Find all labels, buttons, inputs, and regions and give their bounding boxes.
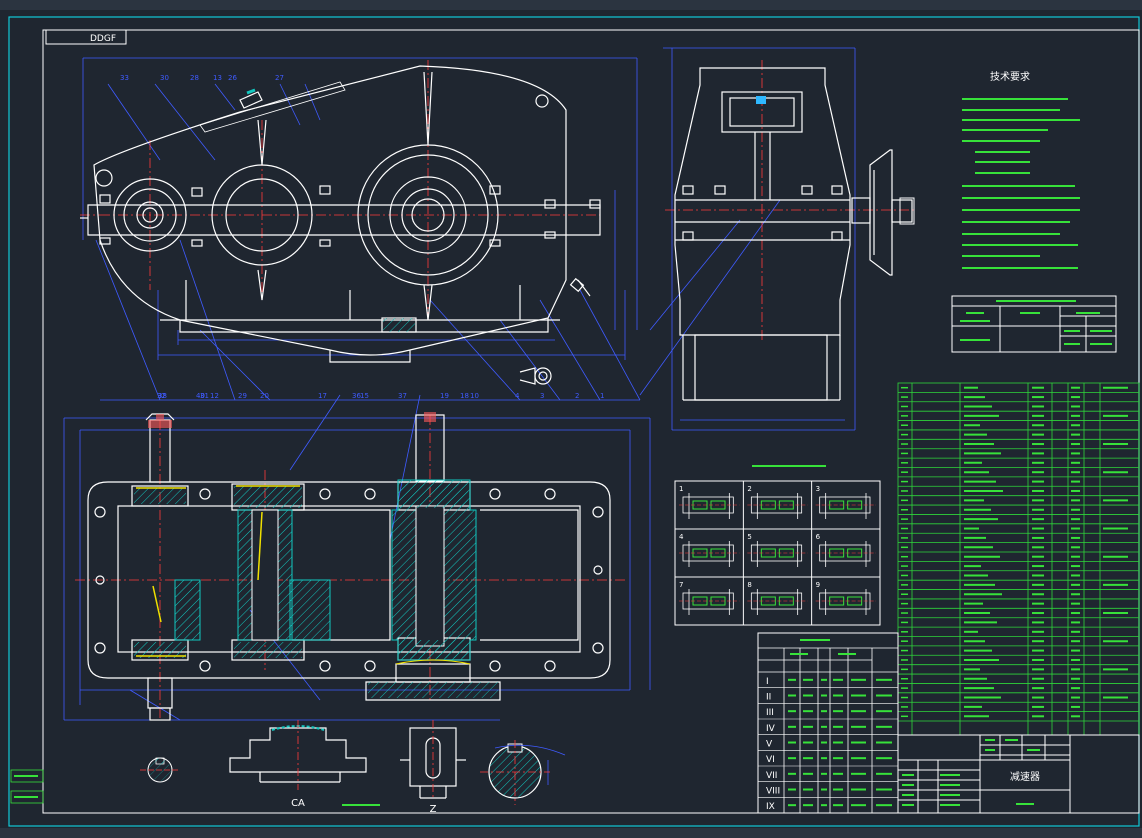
svg-text:32: 32 — [157, 392, 166, 400]
view-label-z: Z — [430, 804, 437, 815]
svg-text:17: 17 — [318, 392, 327, 400]
performance-table — [951, 295, 1117, 353]
auxiliary-views: CA Z — [140, 720, 566, 815]
svg-text:15: 15 — [360, 392, 369, 400]
svg-text:10: 10 — [470, 392, 479, 400]
svg-text:4: 4 — [515, 392, 520, 400]
view-label-ca: CA — [291, 798, 305, 809]
viewport-top-border — [0, 0, 1142, 10]
transmission-row-label: IV — [766, 724, 776, 734]
viewport-bottom-border — [0, 828, 1142, 838]
transmission-row-label: VIII — [766, 787, 780, 797]
svg-text:18: 18 — [460, 392, 469, 400]
svg-text:13: 13 — [213, 74, 222, 82]
svg-text:37: 37 — [398, 392, 407, 400]
transmission-row-label: VII — [766, 771, 777, 781]
title-block-name: 减速器 — [1010, 771, 1040, 783]
side-view — [663, 47, 915, 431]
svg-text:28: 28 — [190, 74, 199, 82]
svg-text:40: 40 — [196, 392, 205, 400]
svg-text:7: 7 — [679, 581, 683, 589]
transmission-row-label: III — [766, 708, 774, 718]
transmission-row-label: V — [766, 740, 773, 750]
transmission-row-label: IX — [766, 802, 775, 812]
svg-text:12: 12 — [210, 392, 219, 400]
svg-text:2: 2 — [747, 485, 751, 493]
transmission-row-label: II — [766, 693, 771, 703]
technical-requirements: 技术要求 — [962, 70, 1080, 269]
svg-text:9: 9 — [816, 581, 820, 589]
sheet-frame: DDGF — [8, 16, 1140, 827]
svg-text:1: 1 — [679, 485, 683, 493]
drawing-code-box: DDGF — [90, 34, 116, 44]
svg-text:29: 29 — [238, 392, 247, 400]
svg-text:36: 36 — [352, 392, 361, 400]
svg-text:33: 33 — [120, 74, 129, 82]
keyway-layout-grid: 1 2 3 4 5 6 7 8 9 — [674, 465, 881, 626]
svg-text:30: 30 — [160, 74, 169, 82]
svg-text:31: 31 — [200, 392, 209, 400]
transmission-row-label: VI — [766, 755, 775, 765]
svg-text:1: 1 — [600, 392, 604, 400]
svg-text:19: 19 — [440, 392, 449, 400]
parts-list — [897, 382, 1140, 736]
svg-text:3: 3 — [540, 392, 544, 400]
title-block: 减速器 — [897, 734, 1140, 814]
transmission-row-label: I — [766, 677, 769, 687]
svg-text:20: 20 — [260, 392, 269, 400]
svg-text:5: 5 — [747, 533, 751, 541]
svg-text:38: 38 — [158, 392, 167, 400]
svg-text:2: 2 — [575, 392, 579, 400]
svg-text:4: 4 — [679, 533, 684, 541]
svg-text:8: 8 — [747, 581, 751, 589]
front-view: 33 30 28 13 26 27 32 31 29 20 4 3 2 1 15 — [80, 57, 781, 401]
svg-text:27: 27 — [275, 74, 284, 82]
tech-req-title: 技术要求 — [990, 70, 1030, 83]
svg-text:6: 6 — [816, 533, 821, 541]
svg-text:3: 3 — [816, 485, 820, 493]
svg-text:26: 26 — [228, 74, 237, 82]
